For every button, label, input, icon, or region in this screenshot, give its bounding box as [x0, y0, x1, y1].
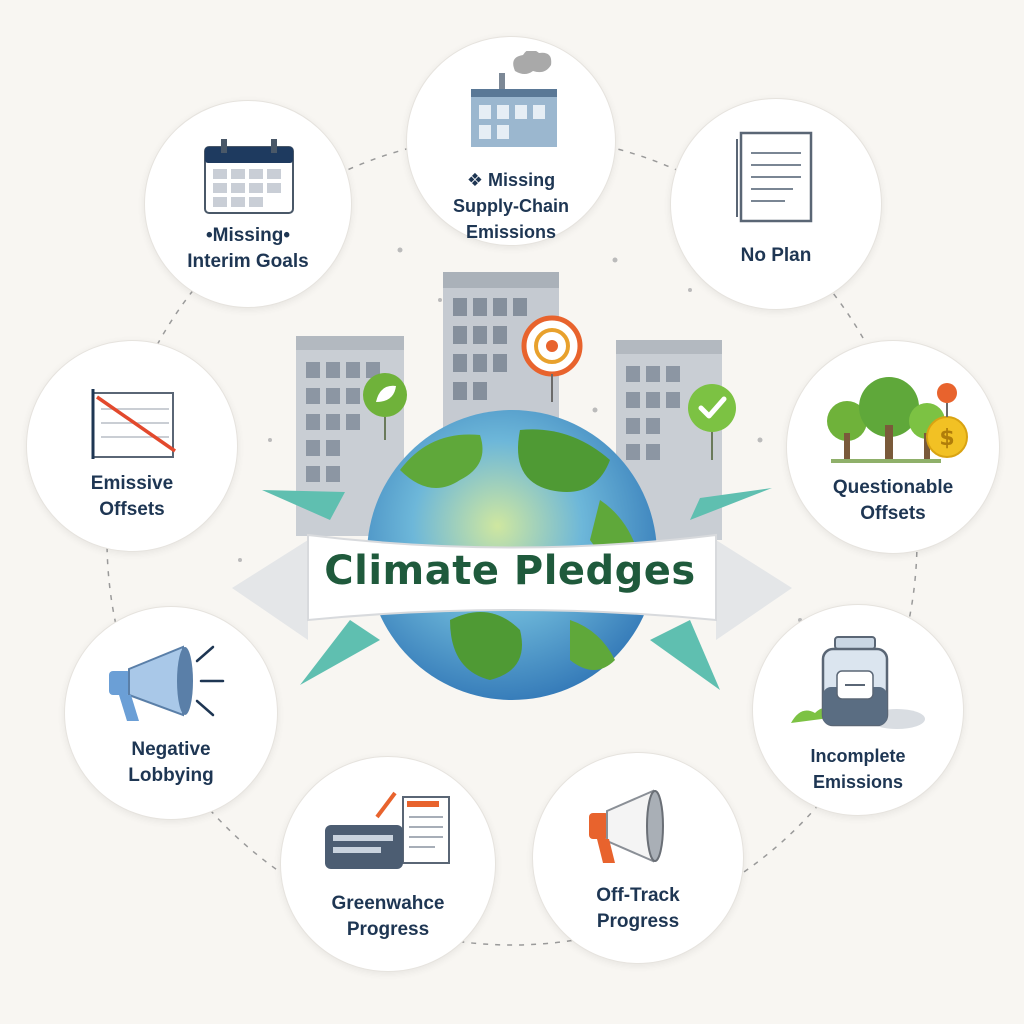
- node-interim-goals-label: •Missing• Interim Goals: [187, 225, 309, 272]
- node-greenwashing-progress[interactable]: Greenwahce Progress: [280, 756, 496, 972]
- megaphone-icon: [109, 645, 225, 721]
- node-no-plan-label: No Plan: [740, 245, 812, 266]
- report-icon: [325, 791, 450, 869]
- svg-text:$: $: [939, 426, 954, 451]
- orange-megaphone-icon: [589, 789, 664, 863]
- title-banner: [232, 488, 792, 690]
- document-icon: [736, 131, 813, 223]
- node-negative-lobbying[interactable]: Negative Lobbying: [64, 606, 278, 820]
- node-incomplete-emissions-label: Incomplete Emissions: [810, 746, 906, 792]
- node-supply-chain-label: ❖ Missing Supply-Chain Emissions: [453, 170, 569, 242]
- target-badge: [521, 315, 583, 402]
- trees-coin-icon: $: [827, 377, 968, 463]
- check-badge: [688, 384, 736, 460]
- node-questionable-offsets[interactable]: $ Questionable Offsets: [786, 340, 1000, 554]
- node-greenwashing-progress-label: Greenwahce Progress: [331, 893, 445, 940]
- jar-icon: [791, 636, 925, 729]
- factory-icon: [471, 51, 557, 147]
- calendar-icon: [204, 139, 294, 214]
- node-emissive-offsets-label: Emissive Offsets: [90, 473, 174, 520]
- node-no-plan[interactable]: No Plan: [670, 98, 882, 310]
- node-incomplete-emissions[interactable]: Incomplete Emissions: [752, 604, 964, 816]
- node-interim-goals[interactable]: •Missing• Interim Goals: [144, 100, 352, 308]
- declining-chart-icon: [91, 389, 176, 459]
- leaf-badge: [363, 373, 407, 440]
- node-negative-lobbying-label: Negative Lobbying: [128, 739, 214, 786]
- node-questionable-offsets-label: Questionable Offsets: [832, 477, 954, 524]
- page-title: Climate Pledges: [324, 548, 696, 594]
- node-off-track-progress[interactable]: Off-Track Progress: [532, 752, 744, 964]
- node-emissive-offsets[interactable]: Emissive Offsets: [26, 340, 238, 552]
- node-supply-chain[interactable]: ❖ Missing Supply-Chain Emissions: [406, 36, 616, 246]
- node-off-track-progress-label: Off-Track Progress: [596, 885, 680, 932]
